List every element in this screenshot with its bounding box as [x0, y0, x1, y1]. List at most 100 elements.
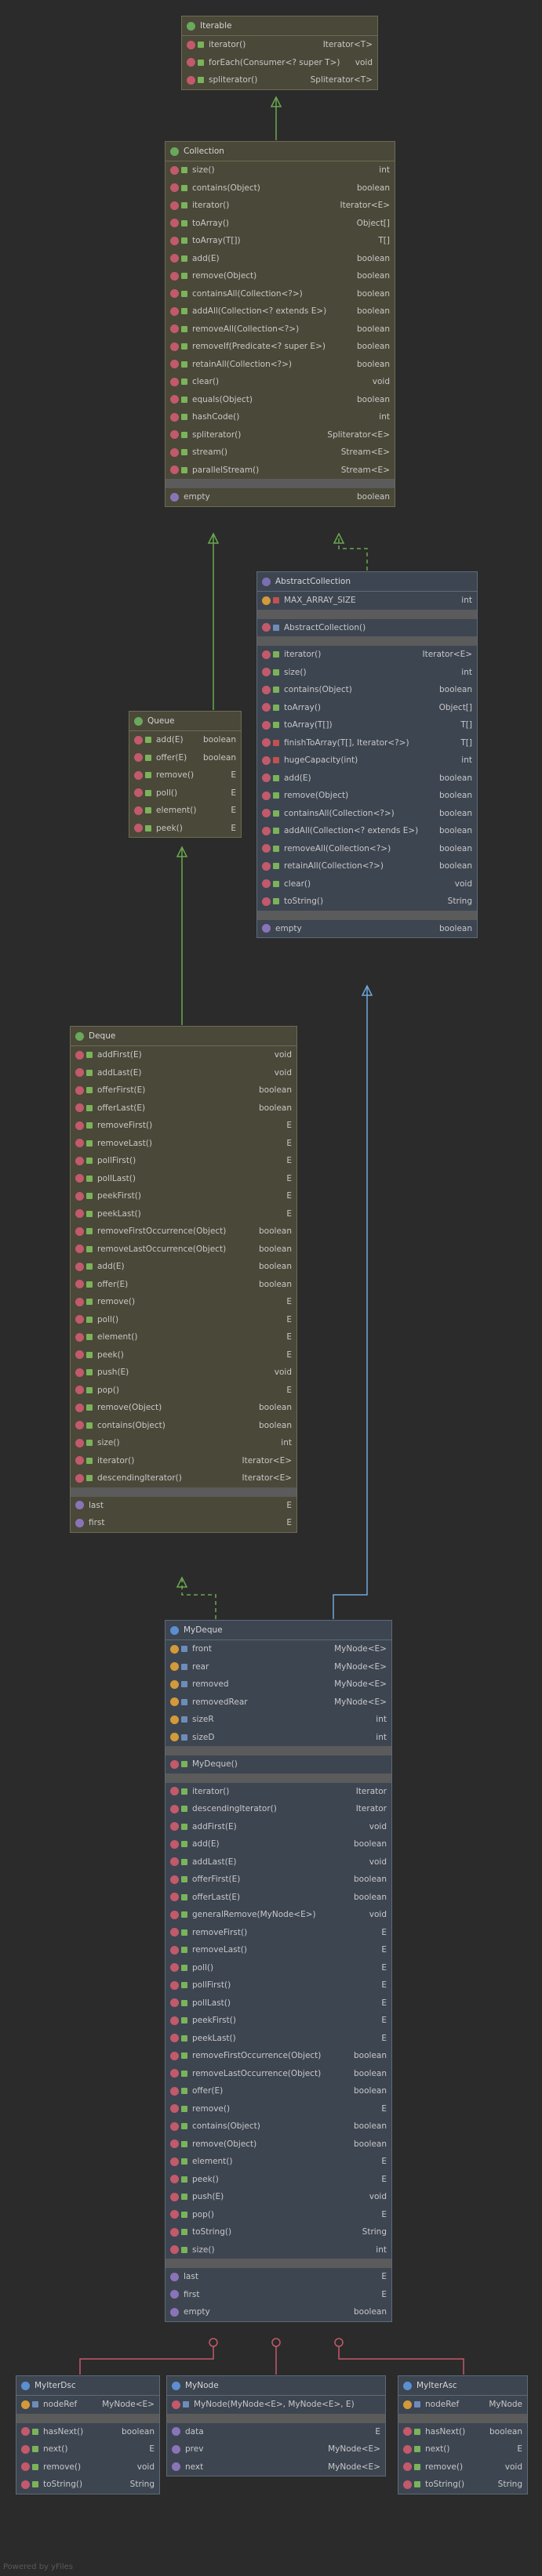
member-row[interactable]: removeLastOccurrence(Object)boolean: [166, 2065, 391, 2083]
member-row[interactable]: hugeCapacity(int)int: [257, 752, 477, 770]
member-row[interactable]: addLast(E)void: [71, 1064, 296, 1082]
member-row[interactable]: size()int: [257, 664, 477, 682]
member-row[interactable]: poll()E: [129, 784, 241, 803]
member-row[interactable]: hasNext()boolean: [16, 2423, 159, 2441]
member-row[interactable]: removeFirstOccurrence(Object)boolean: [71, 1223, 296, 1241]
member-row[interactable]: pollLast()E: [166, 1994, 391, 2013]
member-row[interactable]: hashCode()int: [166, 408, 395, 426]
member-row[interactable]: next()E: [398, 2440, 527, 2458]
member-row[interactable]: addFirst(E)void: [166, 1818, 391, 1836]
member-row[interactable]: remove(Object)boolean: [71, 1399, 296, 1417]
member-row[interactable]: poll()E: [166, 1959, 391, 1977]
class-header[interactable]: MyDeque: [166, 1621, 391, 1640]
member-row[interactable]: removeLastOccurrence(Object)boolean: [71, 1241, 296, 1259]
member-row[interactable]: pollFirst()E: [71, 1152, 296, 1170]
member-row[interactable]: push(E)void: [71, 1364, 296, 1382]
class-header[interactable]: MyNode: [167, 2376, 385, 2396]
member-row[interactable]: MyDeque(): [166, 1755, 391, 1773]
member-row[interactable]: descendingIterator()Iterator: [166, 1800, 391, 1818]
member-row[interactable]: toString()String: [257, 893, 477, 911]
member-row[interactable]: iterator()Iterator<E>: [257, 646, 477, 664]
member-row[interactable]: element()E: [129, 802, 241, 820]
member-row[interactable]: clear()void: [166, 373, 395, 391]
member-row[interactable]: finishToArray(T[], Iterator<?>)T[]: [257, 734, 477, 752]
class-header[interactable]: MyIterDsc: [16, 2376, 159, 2396]
member-row[interactable]: retainAll(Collection<?>)boolean: [257, 857, 477, 875]
member-row[interactable]: remove()E: [71, 1293, 296, 1311]
member-row[interactable]: toArray(T[])T[]: [166, 232, 395, 250]
member-row[interactable]: contains(Object)boolean: [71, 1417, 296, 1435]
member-row[interactable]: offer(E)boolean: [129, 749, 241, 767]
member-row[interactable]: clear()void: [257, 875, 477, 893]
member-row[interactable]: contains(Object)boolean: [257, 681, 477, 699]
member-row[interactable]: removeLast()E: [71, 1135, 296, 1153]
member-row[interactable]: stream()Stream<E>: [166, 444, 395, 462]
member-row[interactable]: removeFirstOccurrence(Object)boolean: [166, 2047, 391, 2065]
member-row[interactable]: removeIf(Predicate<? super E>)boolean: [166, 338, 395, 356]
member-row[interactable]: generalRemove(MyNode<E>)void: [166, 1906, 391, 1924]
member-row[interactable]: pollFirst()E: [166, 1976, 391, 1994]
member-row[interactable]: removeAll(Collection<?>)boolean: [166, 321, 395, 339]
member-row[interactable]: offerLast(E)boolean: [166, 1889, 391, 1907]
member-row[interactable]: addAll(Collection<? extends E>)boolean: [257, 822, 477, 840]
member-row[interactable]: remove(Object)boolean: [166, 267, 395, 285]
member-row[interactable]: toArray(T[])T[]: [257, 716, 477, 734]
member-row[interactable]: toString()String: [16, 2476, 159, 2494]
member-row[interactable]: retainAll(Collection<?>)boolean: [166, 356, 395, 374]
member-row[interactable]: removeLast()E: [166, 1941, 391, 1959]
member-row[interactable]: containsAll(Collection<?>)boolean: [257, 805, 477, 823]
member-row[interactable]: next()E: [16, 2440, 159, 2458]
class-header[interactable]: MyIterAsc: [398, 2376, 527, 2396]
member-row[interactable]: add(E)boolean: [257, 770, 477, 788]
class-header[interactable]: Deque: [71, 1027, 296, 1046]
member-row[interactable]: iterator()Iterator: [166, 1783, 391, 1801]
member-row[interactable]: AbstractCollection(): [257, 619, 477, 637]
member-row[interactable]: offerLast(E)boolean: [71, 1100, 296, 1118]
member-row[interactable]: toString()String: [398, 2476, 527, 2494]
class-header[interactable]: Iterable: [182, 16, 377, 36]
member-row[interactable]: contains(Object)boolean: [166, 2118, 391, 2136]
member-row[interactable]: element()E: [166, 2153, 391, 2171]
member-row[interactable]: peekFirst()E: [71, 1187, 296, 1205]
member-row[interactable]: removeAll(Collection<?>)boolean: [257, 840, 477, 858]
member-row[interactable]: size()int: [166, 2241, 391, 2259]
class-header[interactable]: Collection: [166, 142, 395, 161]
member-row[interactable]: remove()void: [16, 2458, 159, 2476]
member-row[interactable]: add(E)boolean: [166, 1835, 391, 1853]
member-row[interactable]: removeFirst()E: [71, 1117, 296, 1135]
member-row[interactable]: add(E)boolean: [71, 1258, 296, 1276]
member-row[interactable]: peek()E: [129, 820, 241, 838]
member-row[interactable]: pop()E: [166, 2206, 391, 2224]
member-row[interactable]: forEach(Consumer<? super T>)void: [182, 54, 377, 72]
member-row[interactable]: addFirst(E)void: [71, 1046, 296, 1064]
member-row[interactable]: peek()E: [71, 1346, 296, 1364]
member-row[interactable]: iterator()Iterator<T>: [182, 36, 377, 54]
member-row[interactable]: peekFirst()E: [166, 2012, 391, 2030]
member-row[interactable]: iterator()Iterator<E>: [71, 1452, 296, 1470]
member-row[interactable]: peekLast()E: [71, 1205, 296, 1223]
member-row[interactable]: removeFirst()E: [166, 1924, 391, 1942]
member-row[interactable]: offer(E)boolean: [166, 2082, 391, 2100]
member-row[interactable]: push(E)void: [166, 2188, 391, 2206]
member-row[interactable]: peekLast()E: [166, 2030, 391, 2048]
member-row[interactable]: peek()E: [166, 2171, 391, 2189]
member-row[interactable]: size()int: [71, 1434, 296, 1452]
member-row[interactable]: add(E)boolean: [129, 731, 241, 749]
member-row[interactable]: offer(E)boolean: [71, 1276, 296, 1294]
